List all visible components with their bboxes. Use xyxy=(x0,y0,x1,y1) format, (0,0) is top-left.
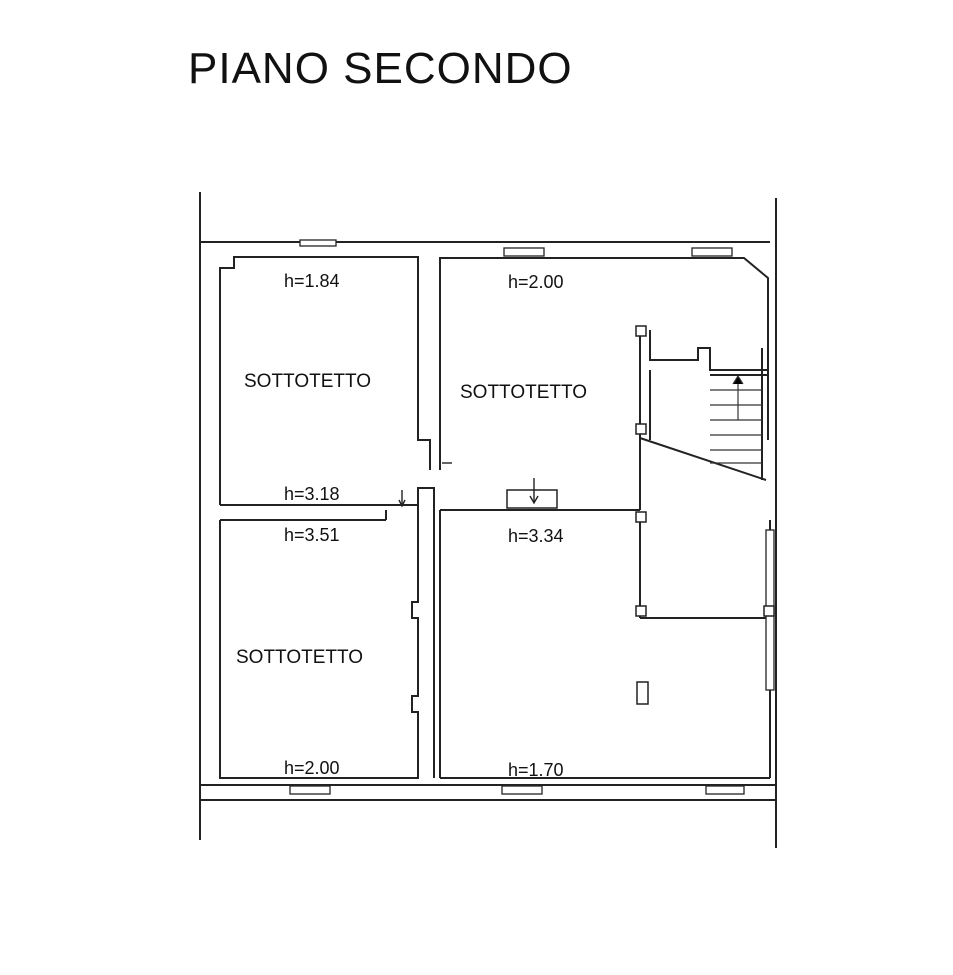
height-label: h=1.70 xyxy=(508,760,564,780)
door-marks xyxy=(398,462,539,508)
height-label: h=2.00 xyxy=(508,272,564,292)
room-label-top-left: SOTTOTETTO xyxy=(244,371,371,392)
height-label: h=3.51 xyxy=(284,525,340,545)
room-label-bottom-left: SOTTOTETTO xyxy=(236,647,363,668)
height-label: h=3.34 xyxy=(508,526,564,546)
room-label-top-right: SOTTOTETTO xyxy=(460,382,587,403)
height-label: h=1.84 xyxy=(284,271,340,291)
stair-treads xyxy=(710,374,762,464)
height-label: h=2.00 xyxy=(284,758,340,778)
height-label: h=3.18 xyxy=(284,484,340,504)
windows xyxy=(289,239,775,795)
plan-title: PIANO SECONDO xyxy=(188,44,573,93)
